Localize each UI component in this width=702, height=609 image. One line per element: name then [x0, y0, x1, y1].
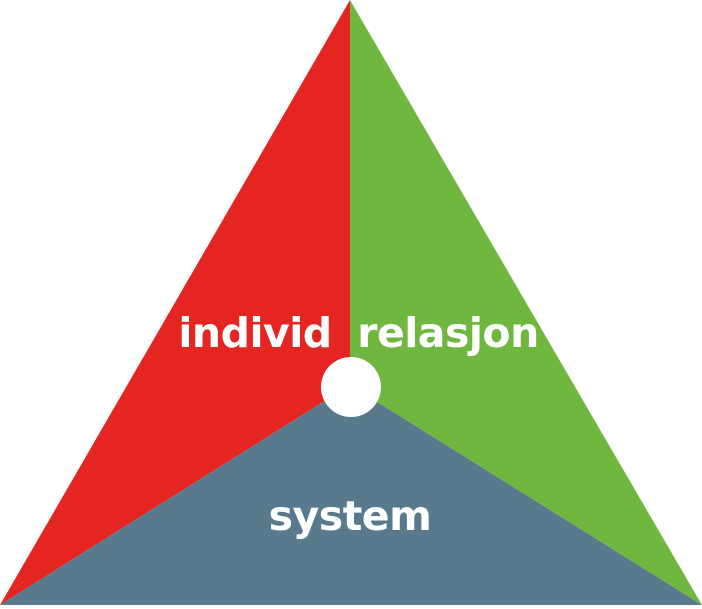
label-relasjon: relasjon — [357, 309, 539, 357]
segment-system — [0, 385, 702, 605]
segment-individ — [0, 0, 350, 605]
label-individ: individ — [178, 309, 331, 357]
segment-relasjon — [350, 0, 702, 605]
label-system: system — [269, 492, 432, 540]
center-dot — [321, 357, 381, 417]
